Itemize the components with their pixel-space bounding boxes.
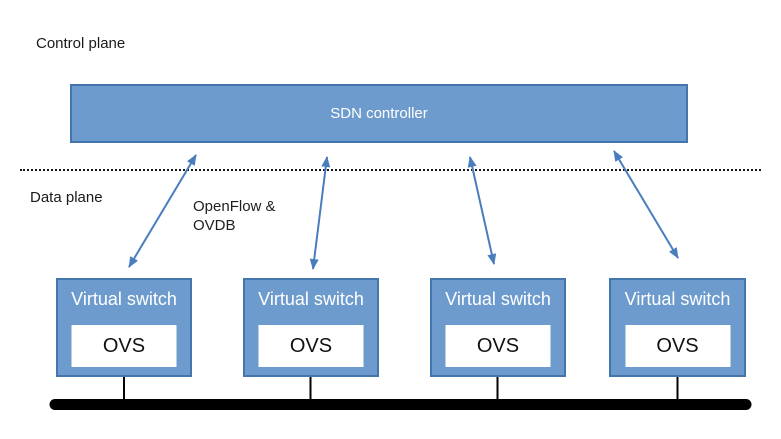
virtual-switch-box-1: Virtual switch OVS (56, 278, 192, 377)
ovs-label: OVS (476, 334, 520, 357)
control-arrow-2 (309, 156, 331, 270)
ovs-box: OVS (71, 325, 177, 367)
data-plane-label: Data plane (30, 189, 103, 206)
virtual-switch-box-2: Virtual switch OVS (243, 278, 379, 377)
control-arrow-3 (467, 156, 497, 265)
ovs-box: OVS (258, 325, 364, 367)
virtual-switch-box-4: Virtual switch OVS (609, 278, 746, 377)
virtual-switch-label: Virtual switch (624, 289, 731, 309)
control-arrow-4 (613, 150, 679, 259)
sdn-controller-label: SDN controller (330, 105, 428, 122)
ovs-label: OVS (656, 334, 699, 357)
ovs-box: OVS (445, 325, 551, 367)
ovs-label: OVS (102, 334, 146, 357)
control-arrow-1 (128, 154, 197, 268)
virtual-switch-label: Virtual switch (445, 289, 551, 309)
virtual-switch-box-3: Virtual switch OVS (430, 278, 566, 377)
sdn-controller-box: SDN controller (70, 84, 688, 143)
ovs-label: OVS (289, 334, 333, 357)
protocol-label-line1: OpenFlow & (193, 198, 276, 215)
protocol-label: OpenFlow & OVDB (193, 197, 276, 235)
virtual-switch-label: Virtual switch (71, 289, 177, 309)
protocol-label-line2: OVDB (193, 217, 236, 234)
ovs-box: OVS (625, 325, 730, 367)
virtual-switch-label: Virtual switch (258, 289, 364, 309)
control-plane-label: Control plane (36, 35, 126, 52)
plane-divider-line (20, 169, 761, 171)
